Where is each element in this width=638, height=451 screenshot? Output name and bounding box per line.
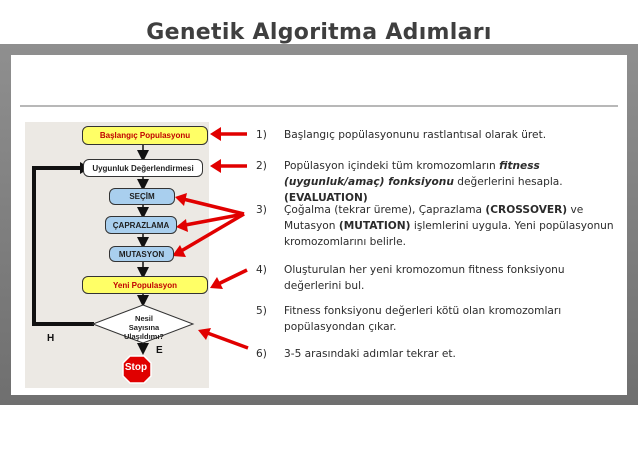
step-number: 2) [256,160,267,172]
step-text-emphasis: fitness (uygunluk/amaç) fonksiyonu [284,160,540,188]
step-text-part: ve Mutasyon [284,204,584,232]
flow-crossover-box: ÇAPRAZLAMA [105,216,177,234]
step-text-emphasis: (CROSSOVER) [485,204,568,216]
step-text: 3-5 arasındaki adımlar tekrar et. [284,346,616,362]
stop-sign-icon [122,355,152,384]
decision-line: Nesil [135,314,153,323]
step-number: 3) [256,204,267,216]
step-text-emphasis: (EVALUATION) [284,192,368,204]
step-text-part: Fitness fonksiyonu değerleri kötü olan k… [284,305,562,333]
flow-mutation-box: MUTASYON [109,246,174,262]
step-number: 4) [256,264,267,276]
step-text-part: işlemlerini uygula. Yeni popülasyonun kr… [284,220,614,248]
yes-branch-label: E [156,345,163,356]
step-number: 5) [256,305,267,317]
flow-start-box: Başlangıç Populasyonu [82,126,208,145]
decision-line: Ulaşıldımı? [123,332,164,341]
red-arrow [201,329,249,350]
red-arrowhead [210,127,221,141]
decision-label: Nesil Sayısına Ulaşıldımı? [96,314,192,341]
slide-title: Genetik Algoritma Adımları [146,20,492,45]
step-text: Çoğalma (tekrar üreme), Çaprazlama (CROS… [284,202,616,250]
red-arrow [178,196,245,216]
loop-back-arrow [32,166,94,326]
step-text: Fitness fonksiyonu değerleri kötü olan k… [284,303,616,335]
step-text-emphasis: (MUTATION) [338,220,411,232]
red-arrowhead [175,193,187,206]
step-text-part: Başlangıç popülasyonunu rastlantısal ola… [284,129,547,141]
flow-selection-box: SEÇİM [109,188,175,205]
step-text-part: 3-5 arasındaki adımlar tekrar et. [284,348,456,360]
step-text-part: Çoğalma (tekrar üreme), Çaprazlama [284,204,486,216]
step-text: Başlangıç popülasyonunu rastlantısal ola… [284,127,616,143]
red-arrowhead [176,219,188,232]
step-text-part: değerlerini hesapla. [453,176,563,188]
title-underline [20,105,618,107]
red-arrowhead [172,245,186,257]
flow-new-population-box: Yeni Populasyon [82,276,208,294]
step-text-part: Popülasyon içindeki tüm kromozomların [284,160,500,172]
decision-line: Sayısına [128,323,160,332]
red-arrowhead [198,328,211,340]
no-branch-label: H [47,333,55,344]
step-number: 1) [256,129,267,141]
step-text-part: Oluşturulan her yeni kromozomun fitness … [284,264,565,292]
red-arrowhead [210,159,221,173]
decision-diamond [91,304,195,344]
step-text: Oluşturulan her yeni kromozomun fitness … [284,262,616,294]
red-arrow [175,212,245,256]
step-number: 6) [256,348,267,360]
flow-fitness-box: Uygunluk Değerlendirmesi [83,159,203,177]
step-text: Popülasyon içindeki tüm kromozomların fi… [284,158,616,206]
stop-label: Stop [124,362,148,373]
red-arrowhead [210,277,223,289]
red-arrow [179,212,245,228]
